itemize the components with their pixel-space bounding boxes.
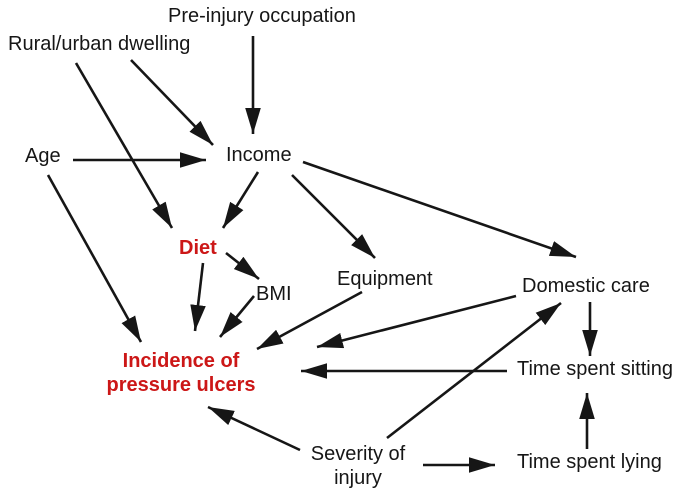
node-severity-line1: Severity of bbox=[310, 443, 406, 465]
edge-equipment-to-incidence bbox=[256, 290, 363, 351]
node-rural-urban-dwelling: Rural/urban dwelling bbox=[8, 33, 191, 55]
node-pre-injury-occupation: Pre-injury occupation bbox=[168, 5, 356, 27]
edge-income-to-equipment bbox=[291, 174, 376, 259]
node-domestic-care: Domestic care bbox=[522, 275, 650, 297]
node-diet: Diet bbox=[179, 237, 217, 259]
node-incidence-line1: Incidence of bbox=[122, 350, 240, 372]
node-time-spent-lying: Time spent lying bbox=[517, 451, 662, 473]
node-incidence-line2: pressure ulcers bbox=[106, 374, 256, 396]
edge-severity-of-injury-to-domestic-care bbox=[386, 301, 562, 440]
edge-income-to-domestic-care bbox=[302, 160, 577, 259]
edge-diet-to-incidence bbox=[190, 262, 206, 332]
node-bmi: BMI bbox=[256, 283, 292, 305]
edge-severity-of-injury-to-incidence bbox=[207, 405, 301, 452]
node-equipment: Equipment bbox=[337, 268, 433, 290]
node-income: Income bbox=[226, 144, 292, 166]
edge-domestic-care-to-incidence bbox=[316, 294, 517, 349]
edge-rural-urban-dwelling-to-diet bbox=[74, 62, 174, 229]
node-age: Age bbox=[25, 145, 61, 167]
node-incidence-of-pressure-ulcers: Incidence of pressure ulcers bbox=[107, 349, 256, 397]
edge-rural-urban-dwelling-to-income bbox=[130, 59, 214, 146]
node-severity-line2: injury bbox=[334, 467, 382, 489]
edge-diet-to-bmi bbox=[225, 251, 260, 281]
node-severity-of-injury: Severity of injury bbox=[311, 442, 405, 490]
edge-income-to-diet bbox=[221, 171, 260, 229]
edge-bmi-to-incidence bbox=[218, 295, 256, 338]
node-time-spent-sitting: Time spent sitting bbox=[517, 358, 673, 380]
edge-age-to-incidence bbox=[46, 174, 143, 343]
